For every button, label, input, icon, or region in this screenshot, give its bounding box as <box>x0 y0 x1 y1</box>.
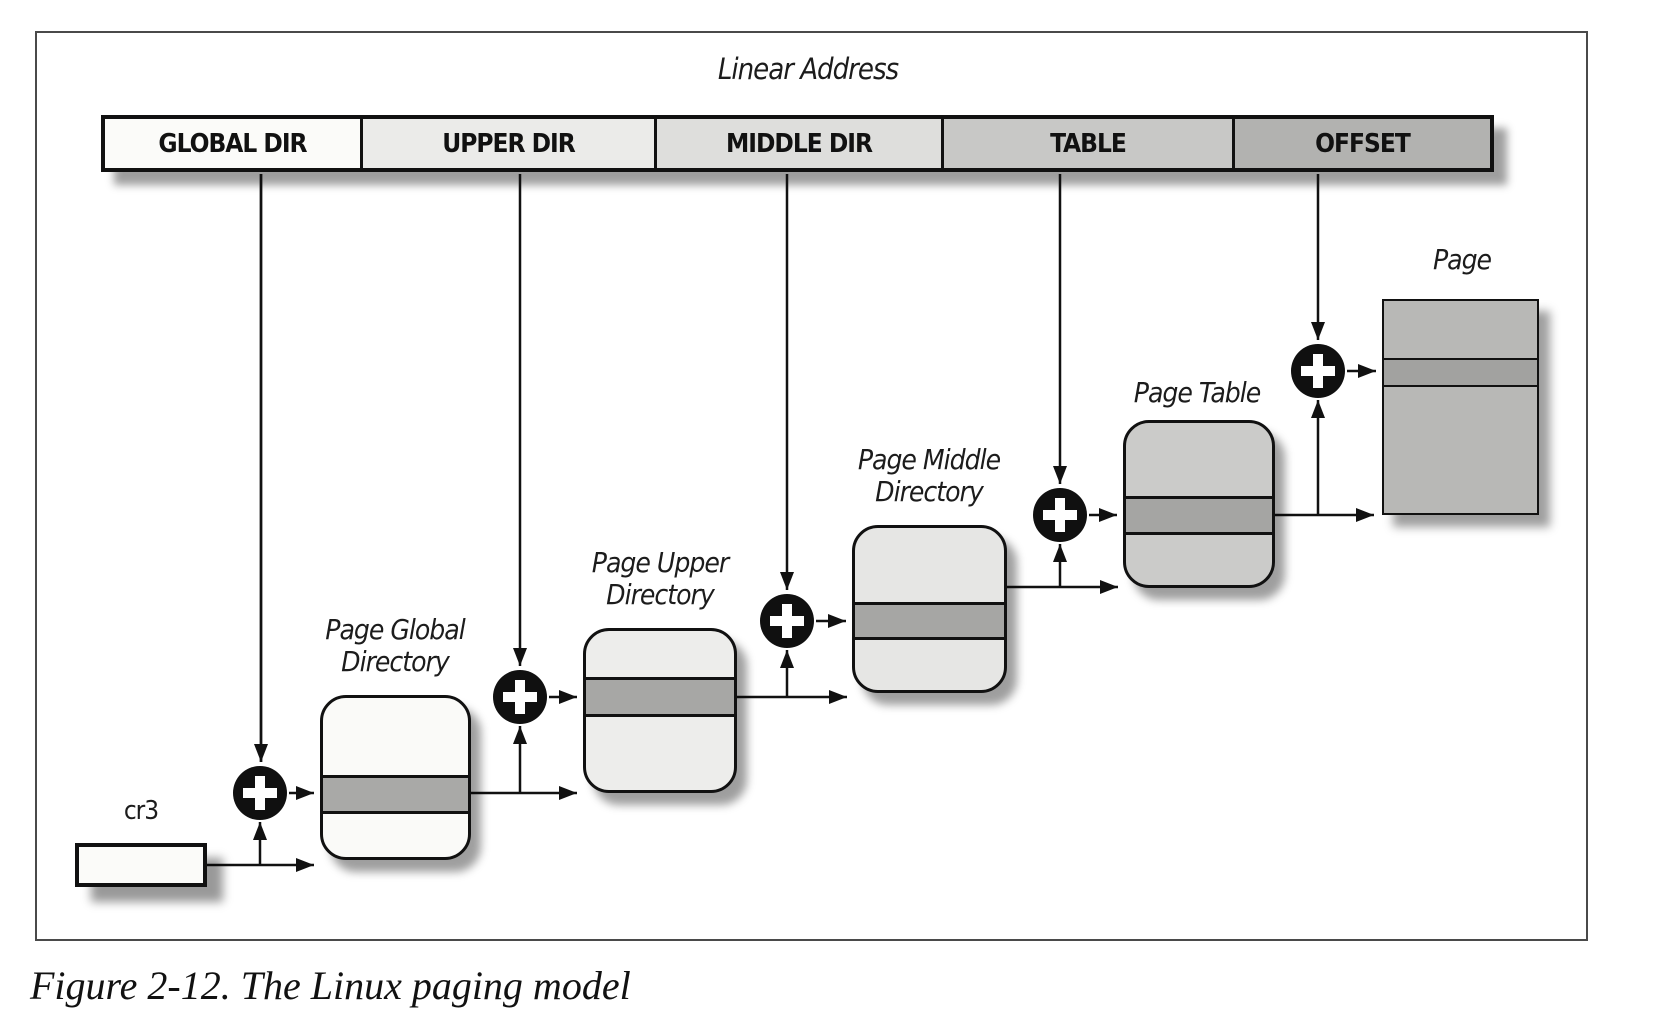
page-table-label: Page Table <box>1133 376 1262 409</box>
page-entry <box>1384 358 1537 387</box>
page-label: Page <box>1432 243 1492 276</box>
field-table: TABLE <box>941 119 1232 168</box>
figure-frame <box>35 31 1588 941</box>
page-upper-directory-label: Page Upper Directory <box>591 546 729 612</box>
field-table-label: TABLE <box>1050 128 1127 159</box>
field-upper-dir: UPPER DIR <box>360 119 654 168</box>
page-middle-directory-entry <box>855 602 1004 640</box>
page-middle-directory-label: Page Middle Directory <box>857 443 1001 509</box>
field-middle-dir-label: MIDDLE DIR <box>726 128 873 159</box>
plus-icon <box>233 766 287 820</box>
field-offset-label: OFFSET <box>1315 128 1411 159</box>
page-upper-directory-entry <box>586 677 734 717</box>
page-global-directory-label: Page Global Directory <box>325 613 466 679</box>
page-upper-directory-box <box>583 628 737 793</box>
page-box <box>1382 299 1539 515</box>
linear-address-bar: GLOBAL DIR UPPER DIR MIDDLE DIR TABLE OF… <box>101 115 1494 172</box>
page-global-directory-box <box>320 695 471 860</box>
field-offset: OFFSET <box>1232 119 1490 168</box>
page-global-directory-entry <box>323 775 468 814</box>
plus-icon <box>1291 344 1345 398</box>
plus-icon <box>493 670 547 724</box>
field-global-dir-label: GLOBAL DIR <box>158 128 307 159</box>
page-table-box <box>1123 420 1275 588</box>
page-middle-directory-box <box>852 525 1007 693</box>
linear-address-title: Linear Address <box>717 52 899 86</box>
field-upper-dir-label: UPPER DIR <box>442 128 576 159</box>
field-global-dir: GLOBAL DIR <box>105 119 360 168</box>
page-table-entry <box>1126 496 1272 535</box>
cr3-label: cr3 <box>123 796 159 826</box>
field-middle-dir: MIDDLE DIR <box>654 119 941 168</box>
figure-caption: Figure 2-12. The Linux paging model <box>30 963 631 1008</box>
plus-icon <box>760 594 814 648</box>
cr3-register-box <box>75 843 207 887</box>
plus-icon <box>1033 488 1087 542</box>
